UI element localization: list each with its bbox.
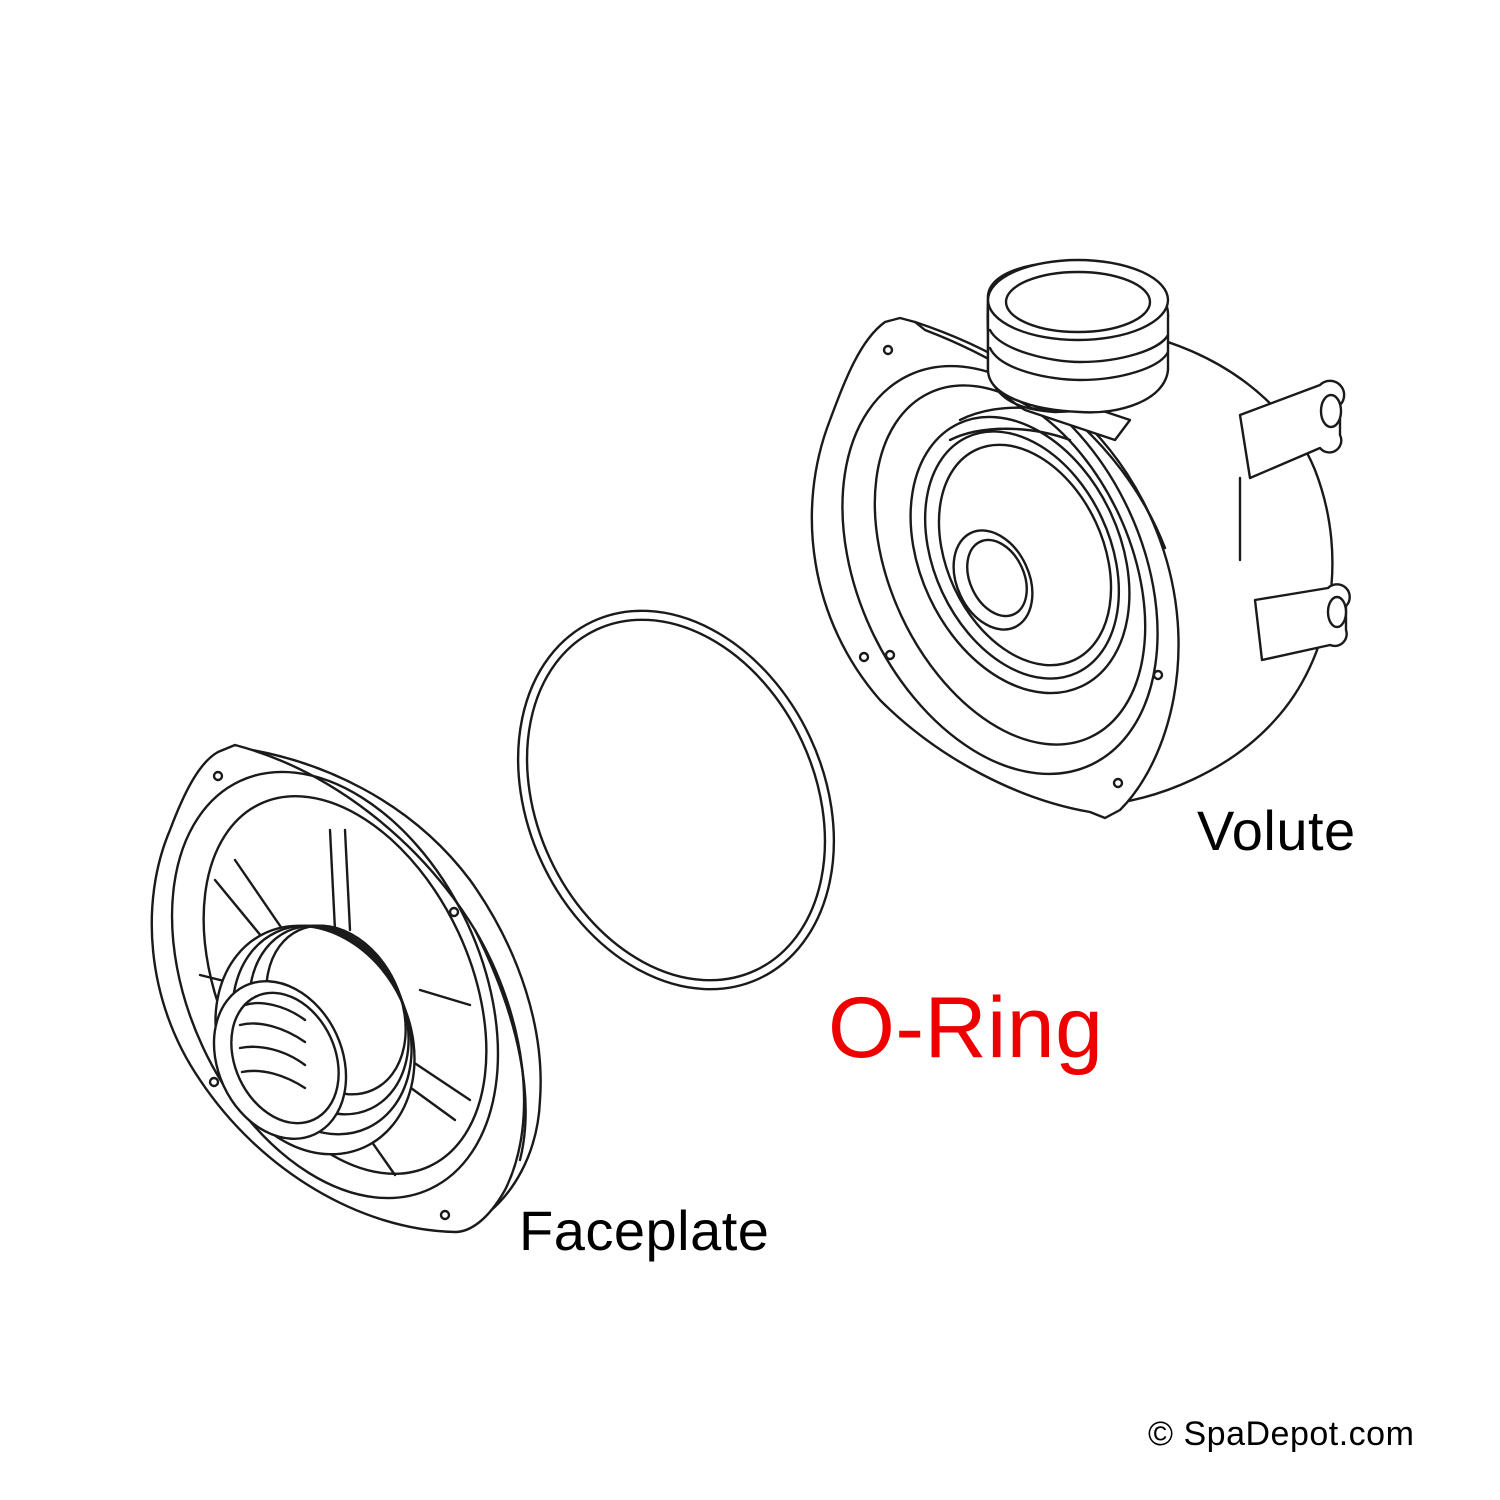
o-ring-label: O-Ring (828, 980, 1104, 1076)
copyright-notice: © SpaDepot.com (1148, 1415, 1415, 1453)
volute-label: Volute (1197, 799, 1356, 862)
faceplate-label: Faceplate (519, 1199, 770, 1262)
faceplate-drawing (150, 743, 542, 1234)
volute-drawing (810, 258, 1351, 820)
o-ring-drawing (516, 609, 836, 991)
